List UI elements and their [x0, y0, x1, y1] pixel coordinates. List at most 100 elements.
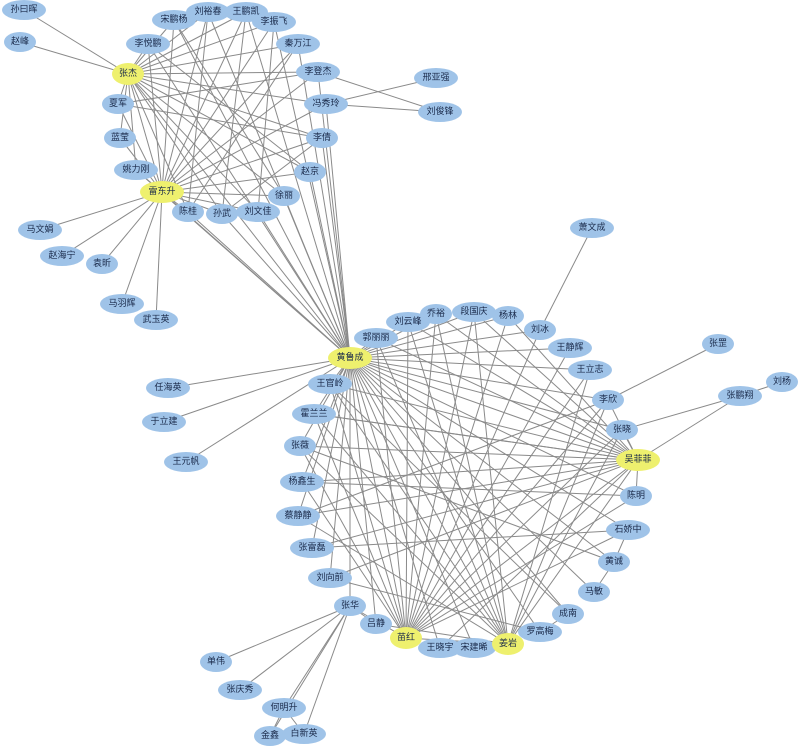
node-ellipse: [104, 128, 136, 148]
node-ellipse: [206, 204, 238, 224]
node-label: 王元帆: [172, 455, 199, 467]
edge-huang_luwei-wang_lizhi: [349, 357, 591, 371]
node-ellipse: [306, 128, 338, 148]
node-ellipse: [282, 724, 326, 744]
node-ellipse: [620, 486, 652, 506]
node-ellipse: [40, 246, 84, 266]
node-label: 姜岩: [499, 637, 517, 649]
edge-yang_xinsheng-chen_ming: [301, 481, 637, 497]
node-gu_dongsheng: 雷东升: [140, 181, 184, 203]
node-ellipse: [262, 698, 306, 718]
node-label: 赵海宁: [48, 249, 75, 261]
edge-gu_dongsheng-zhao_jing: [161, 171, 311, 193]
edge-jiang_yan-cai_jingjing: [297, 515, 509, 645]
node-label: 白新英: [290, 727, 317, 739]
edge-gu_dongsheng-qin_wanjiang: [161, 43, 299, 193]
node-ma_yuhui: 马羽辉: [100, 294, 144, 314]
node-label: 霍兰兰: [300, 407, 327, 419]
node-label: 宋建晞: [460, 641, 487, 653]
node-huo_lanlan: 霍兰兰: [292, 404, 336, 424]
node-label: 吕静: [367, 617, 385, 629]
node-shan_wei: 单伟: [200, 652, 232, 672]
edge-wu_feifei-liu_xiangqian: [329, 459, 639, 579]
node-ellipse: [102, 94, 134, 114]
node-label: 张罡: [709, 338, 727, 349]
node-ellipse: [18, 220, 62, 240]
node-ellipse: [146, 378, 190, 398]
edge-zhang_hua-bai_xinying: [303, 605, 351, 735]
edge-wang_guangling-cheng_nan: [329, 383, 569, 615]
edge-xia_jun-li_dengjie: [117, 71, 319, 105]
node-label: 姚力刚: [122, 163, 149, 175]
node-ellipse: [606, 520, 650, 540]
node-ellipse: [492, 306, 524, 326]
node-guo_lili: 郭丽丽: [354, 328, 398, 348]
node-label: 李悦鹏: [134, 37, 161, 49]
node-label: 李振飞: [260, 15, 287, 27]
node-ellipse: [172, 202, 204, 222]
node-yao_ligang: 姚力刚: [114, 160, 158, 180]
node-ellipse: [702, 334, 734, 354]
node-label: 蔡静静: [284, 509, 311, 521]
node-wu_feifei: 吴菲菲: [616, 449, 660, 471]
edge-zhang_jie-feng_xiuling: [127, 73, 327, 105]
node-ellipse: [570, 218, 614, 238]
node-huang_luwei: 黄鲁成: [328, 347, 372, 369]
edge-wu_feifei-wang_xiaoyu: [439, 459, 639, 649]
edge-gu_dongsheng-wu_yuying: [155, 191, 163, 321]
node-label: 成南: [559, 607, 577, 619]
edge-wu_feifei-jiang_yan: [507, 459, 639, 645]
node-ellipse: [308, 568, 352, 588]
node-label: 马敏: [585, 585, 603, 597]
node-ellipse: [304, 94, 348, 114]
edge-huang_luwei-li_yuepeng: [147, 43, 351, 359]
node-label: 蓝莹: [111, 131, 129, 143]
node-label: 李倩: [313, 131, 331, 143]
node-label: 夏军: [109, 98, 127, 109]
node-liu_wenjia: 刘文佳: [236, 202, 280, 222]
node-ellipse: [296, 62, 340, 82]
node-ellipse: [578, 582, 610, 602]
node-label: 张薇: [291, 439, 309, 451]
node-label: 段国庆: [460, 305, 487, 317]
node-ellipse: [308, 374, 352, 394]
edge-jiang_yan-qiao_yu: [435, 313, 509, 645]
node-ma_min: 马敏: [578, 582, 610, 602]
node-wang_jinghui: 王静辉: [548, 338, 592, 358]
node-label: 黄诚: [605, 555, 623, 567]
edge-miao_hong-duan_guoqing: [405, 311, 475, 639]
node-ellipse: [390, 627, 422, 649]
node-ellipse: [598, 552, 630, 572]
node-ellipse: [524, 320, 556, 340]
node-li_qian: 李倩: [306, 128, 338, 148]
edge-huang_luwei-qin_wanjiang: [297, 43, 351, 359]
node-yang_lin: 杨林: [492, 306, 524, 326]
node-wang_xiaoyu: 王晓宇: [418, 638, 462, 658]
node-li_yuepeng: 李悦鹏: [126, 34, 170, 54]
node-liu_yunfeng: 刘云峰: [386, 312, 430, 332]
edge-li_zhenfei-liu_wenjia: [257, 21, 275, 213]
edge-liu_yuchun-chen_gui: [187, 11, 209, 213]
edge-zhang_jie-yao_ligang: [127, 73, 137, 171]
node-liu_bing: 刘冰: [524, 320, 556, 340]
node-zhao_feng: 赵峰: [4, 32, 36, 52]
node-li_dengjie: 李登杰: [296, 62, 340, 82]
node-label: 刘俊锋: [426, 105, 453, 117]
node-wu_yuying: 武玉英: [134, 310, 178, 330]
node-ellipse: [418, 638, 462, 658]
node-duan_guoqing: 段国庆: [452, 302, 496, 322]
edge-wu_feifei-miao_hong: [405, 459, 639, 639]
node-lv_jing: 吕静: [360, 614, 392, 634]
edge-gu_dongsheng-ma_yuhui: [121, 191, 163, 305]
edge-huang_luwei-miao_hong: [349, 357, 407, 639]
node-bai_xinying: 白新英: [282, 724, 326, 744]
node-ellipse: [152, 10, 196, 30]
node-label: 雷东升: [148, 185, 175, 197]
node-label: 刘向前: [316, 571, 343, 583]
edge-jiang_yan-duan_guoqing: [473, 311, 509, 645]
edge-jiang_yan-wang_guangling: [329, 383, 509, 645]
edge-li_qian-sun_wu: [221, 137, 323, 215]
edge-zhang_jie-li_qian: [127, 73, 323, 139]
edge-gu_dongsheng-wang_pengkai: [161, 11, 247, 193]
node-label: 杨林: [499, 309, 517, 321]
